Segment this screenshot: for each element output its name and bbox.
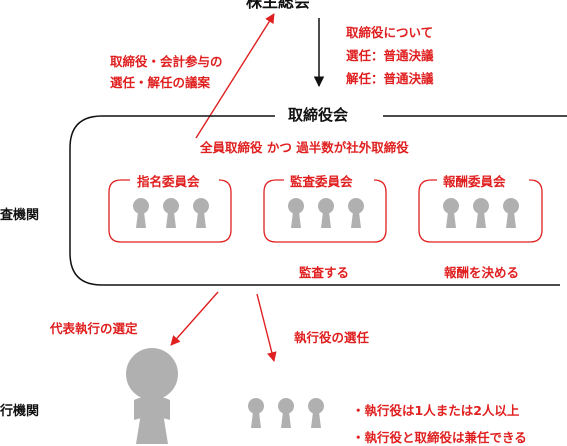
person-icon	[473, 198, 489, 228]
audit-note: 監査する	[299, 265, 350, 280]
director-note-line: 取締役について	[346, 25, 434, 40]
person-icon	[318, 198, 334, 228]
committee-name-audit: 監査委員会	[288, 171, 355, 190]
board-title: 取締役会	[286, 104, 351, 125]
person-icon	[278, 398, 294, 428]
executive-note-2: ・執行役と取締役は兼任できる	[352, 430, 527, 445]
arrow-executive-officers	[256, 293, 277, 362]
committee-name-compensation: 報酬委員会	[441, 171, 508, 190]
figures-audit	[288, 198, 364, 228]
director-note-line: 選任：普通決議	[346, 48, 434, 63]
proposal-note-line: 取締役・会計参与の	[110, 54, 223, 69]
person-icon	[133, 198, 149, 228]
committee-box-compensation	[418, 179, 543, 243]
person-icon	[308, 398, 324, 428]
figures-executive	[248, 398, 324, 428]
person-icon	[503, 198, 519, 228]
committee-name-nomination: 指名委員会	[135, 171, 202, 190]
arrow-representative	[170, 291, 219, 346]
person-icon	[163, 198, 179, 228]
director-note-line: 解任：普通決議	[346, 71, 434, 86]
proposal-note-line: 選任・解任の議案	[110, 75, 211, 90]
person-icon	[443, 198, 459, 228]
executive-side-label: 行機関	[0, 404, 40, 419]
supervisory-side-label: 査機関	[0, 208, 40, 223]
person-icon	[248, 398, 264, 428]
representative-person-icon	[126, 348, 178, 444]
director-note: 取締役について 選任：普通決議 解任：普通決議	[346, 21, 434, 90]
compensation-note: 報酬を決める	[444, 265, 520, 280]
figures-compensation	[443, 198, 519, 228]
committee-box-nomination	[108, 179, 232, 243]
person-icon	[348, 198, 364, 228]
proposal-note: 取締役・会計参与の 選任・解任の議案	[110, 51, 223, 93]
committee-box-audit	[263, 179, 387, 243]
figures-nomination	[133, 198, 209, 228]
arrow-label-representative: 代表執行の選定	[50, 321, 138, 336]
person-icon	[288, 198, 304, 228]
arrow-label-executive: 執行役の選任	[294, 330, 370, 345]
executive-note-1: ・執行役は1人または2人以上	[352, 403, 520, 418]
person-icon	[193, 198, 209, 228]
shareholders-meeting-title: 株主総会	[246, 0, 311, 11]
board-subtitle: 全員取締役 かつ 過半数が社外取締役	[200, 140, 409, 155]
arrow-up-to-shareholders	[195, 13, 275, 139]
board-box	[69, 115, 567, 286]
